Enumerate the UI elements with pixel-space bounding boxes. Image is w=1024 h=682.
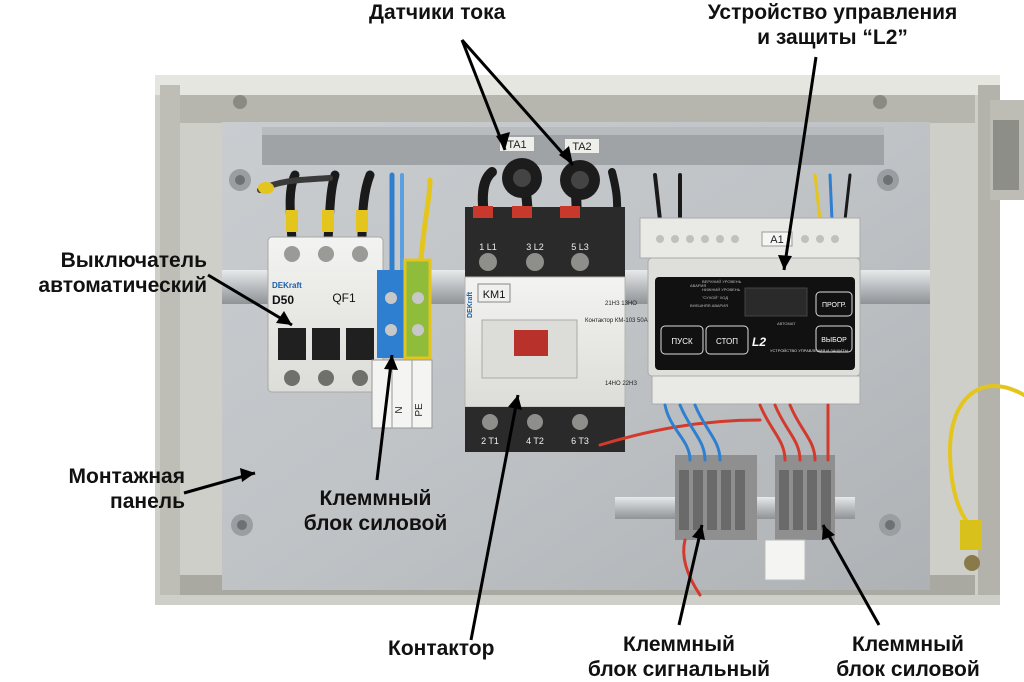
- svg-text:УСТРОЙСТВО УПРАВЛЕНИЯ И ЗАЩИТЫ: УСТРОЙСТВО УПРАВЛЕНИЯ И ЗАЩИТЫ: [770, 348, 849, 353]
- btn-pusk: ПУСК: [671, 337, 693, 346]
- label-mounting-panel: Монтажная панель: [68, 465, 185, 513]
- svg-text:5 L3: 5 L3: [571, 242, 589, 252]
- svg-text:ВНЕШНЯЯ АВАРИЯ: ВНЕШНЯЯ АВАРИЯ: [690, 303, 728, 308]
- svg-text:3 L2: 3 L2: [526, 242, 544, 252]
- qf1-tag: QF1: [332, 291, 356, 305]
- btn-prog: ПРОГР.: [822, 302, 846, 309]
- svg-text:4 T2: 4 T2: [526, 436, 544, 446]
- svg-text:2 T1: 2 T1: [481, 436, 499, 446]
- km1-tag: KM1: [483, 289, 506, 301]
- svg-text:ВЕРХНИЙ УРОВЕНЬ: ВЕРХНИЙ УРОВЕНЬ: [702, 279, 742, 284]
- btn-vybor: ВЫБОР: [821, 337, 847, 344]
- terminal-block-power-left-device: N PE: [371, 258, 433, 429]
- label-power-terminal-right: Клеммный блок силовой: [836, 633, 980, 681]
- terminal-strips: [675, 455, 835, 581]
- svg-text:14НО 22НЗ: 14НО 22НЗ: [605, 381, 637, 387]
- a1-tag: A1: [770, 234, 783, 246]
- svg-text:"СУХОЙ" ХОД: "СУХОЙ" ХОД: [702, 295, 728, 300]
- current-sensors: TA1 TA2: [500, 137, 600, 200]
- ta2-tag: TA2: [572, 141, 591, 153]
- btn-stop: СТОП: [716, 337, 738, 346]
- label-power-terminal-left: Клеммный блок силовой: [303, 487, 448, 535]
- label-control-device: Устройство управления и защиты “L2”: [707, 1, 958, 49]
- svg-text:АВАРИЯ: АВАРИЯ: [690, 283, 706, 288]
- terminal-mark-n: N: [394, 406, 405, 413]
- circuit-breaker: DEKraft D50 QF1: [267, 236, 384, 393]
- svg-text:АВТОМАТ: АВТОМАТ: [777, 321, 796, 326]
- callout-arrowheads: [240, 132, 835, 540]
- label-contactor: Контактор: [388, 637, 495, 660]
- contactor-model: Контактор КМ-103 50А 220В 11: [585, 318, 672, 324]
- breaker-rating: D50: [272, 293, 294, 307]
- ta1-tag: TA1: [507, 139, 526, 151]
- terminal-mark-pe: PE: [414, 403, 425, 417]
- label-current-sensors: Датчики тока: [369, 1, 506, 24]
- breaker-brand: DEKraft: [272, 281, 302, 290]
- contactor-device: 1 L1 3 L2 5 L3 KM1 DEKraft Контактор КМ-…: [464, 206, 672, 452]
- control-device: A1 ПУСК СТОП ПРОГР. ВЫБОР АВАРИЯ ВЕРХНИЙ…: [639, 217, 861, 405]
- wires-bottom: [598, 384, 1024, 597]
- svg-text:НИЖНИЙ УРОВЕНЬ: НИЖНИЙ УРОВЕНЬ: [702, 287, 741, 292]
- svg-text:1 L1: 1 L1: [479, 242, 497, 252]
- label-signal-terminal: Клеммный блок сигнальный: [587, 633, 771, 681]
- svg-text:21НЗ 13НО: 21НЗ 13НО: [605, 301, 637, 307]
- label-breaker: Выключатель автоматический: [38, 249, 207, 297]
- controller-logo: L2: [752, 335, 766, 349]
- svg-text:6 T3: 6 T3: [571, 436, 589, 446]
- svg-text:DEKraft: DEKraft: [467, 291, 474, 318]
